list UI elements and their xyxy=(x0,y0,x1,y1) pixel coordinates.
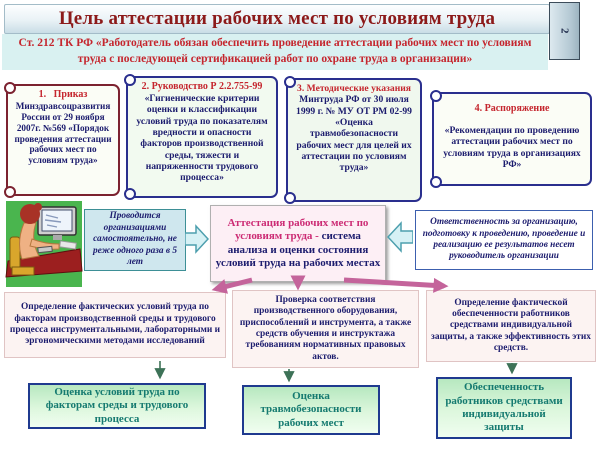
right-block-arrow-icon xyxy=(185,224,209,254)
activity-text: Проверка соответствия производственного … xyxy=(239,295,412,362)
document-body: «Рекомендации по проведению аттестации р… xyxy=(443,125,581,170)
chair xyxy=(9,236,21,270)
outcome-text: Оценка травмобезопасности рабочих мест xyxy=(260,389,362,429)
outcome-box-ppe: Обеспеченность работников средствами инд… xyxy=(436,377,572,439)
document-heading: 4. Распоряжение xyxy=(474,103,550,114)
activity-box-equipment-check: Проверка соответствия производственного … xyxy=(232,290,419,368)
outcome-box-working-conditions: Оценка условий труда по факторам среды и… xyxy=(28,383,206,429)
document-body: «Гигиенические критерии оценки и классиф… xyxy=(136,93,268,184)
frequency-note-text: Проводится организациями самостоятельно,… xyxy=(92,210,178,268)
document-heading: 2. Руководство Р 2.2.755-99 xyxy=(141,81,263,92)
slide-title-bar: Цель аттестации рабочих мест по условиям… xyxy=(4,4,550,34)
responsibility-note-text: Ответственность за организацию, подготов… xyxy=(422,217,586,262)
document-heading: 3. Методические указания xyxy=(297,83,411,94)
keyboard xyxy=(37,245,53,254)
responsibility-note-box: Ответственность за организацию, подготов… xyxy=(415,210,593,270)
document-box-rukovodstvo: 2. Руководство Р 2.2.755-99 «Гигиеническ… xyxy=(124,74,278,200)
outcome-box-injury-safety: Оценка травмобезопасности рабочих мест xyxy=(242,385,380,435)
document-body-text: Минтруда РФ от 30 июля 1999 г. № МУ ОТ Р… xyxy=(296,94,412,174)
document-box-metodicheskie-ukazaniya: 3. Методические указания Минтруда РФ от … xyxy=(284,76,422,204)
attestation-definition-text: Аттестация рабочих мест по условиям труд… xyxy=(214,217,382,270)
person-at-computer-image xyxy=(5,201,83,287)
outcome-text: Оценка условий труда по факторам среды и… xyxy=(45,385,189,425)
page-title: Цель аттестации рабочих мест по условиям… xyxy=(58,8,496,29)
statute-text: Ст. 212 ТК РФ «Работодатель обязан обесп… xyxy=(18,37,532,65)
document-heading: 1. Приказ xyxy=(38,89,88,100)
page-number: 2 xyxy=(558,28,571,34)
document-box-rasporyazhenie: 4. Распоряжение «Рекомендации по проведе… xyxy=(430,90,592,188)
outcome-text: Обеспеченность работников средствами инд… xyxy=(445,381,563,434)
statute-banner: Ст. 212 ТК РФ «Работодатель обязан обесп… xyxy=(2,34,548,70)
document-body: Минздравсоцразвития России от 29 ноября … xyxy=(14,101,112,166)
activity-text: Определение фактических условий труда по… xyxy=(9,302,221,347)
activity-box-ppe-provision: Определение фактической обеспеченности р… xyxy=(426,290,596,362)
document-body: 3. Методические указания Минтруда РФ от … xyxy=(293,83,415,174)
left-block-arrow-icon xyxy=(387,221,413,253)
attestation-definition-box: Аттестация рабочих мест по условиям труд… xyxy=(210,205,386,282)
definition-rest: система анализа и оценки состояния услов… xyxy=(215,230,381,269)
activity-text: Определение фактической обеспеченности р… xyxy=(431,297,591,353)
document-box-prikaz: 1. Приказ Минздравсоцразвития России от … xyxy=(4,82,120,198)
person-body xyxy=(19,222,40,260)
frequency-note-box: Проводится организациями самостоятельно,… xyxy=(84,209,186,271)
page-number-tab: 2 xyxy=(549,2,580,60)
activity-box-factors: Определение фактических условий труда по… xyxy=(4,292,226,358)
definition-highlight: Аттестация рабочих мест по условиям труд… xyxy=(227,217,369,243)
